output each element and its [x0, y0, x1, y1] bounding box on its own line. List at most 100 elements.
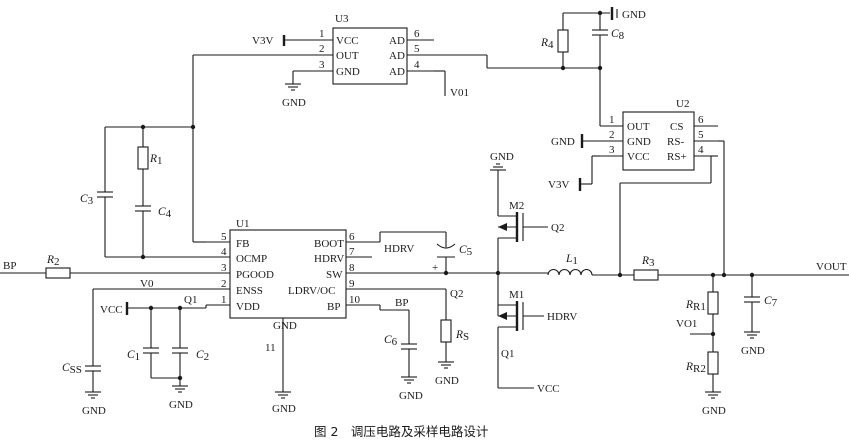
inductor-l1 — [547, 269, 593, 276]
chip-u3: U3 1 2 3 VCC OUT GND 6 5 4 AD AD AD — [311, 13, 434, 85]
u3-pin5-num: 5 — [414, 43, 420, 55]
css-label: CSS — [62, 362, 82, 376]
v3v-label-u3: V3V — [252, 35, 273, 47]
u1-pin5-name: FB — [236, 238, 249, 250]
gnd-label-c6: GND — [399, 390, 423, 402]
chip-u2: U2 1 2 3 OUT GND VCC 6 5 4 CS RS- RS+ — [600, 98, 718, 171]
rs-label: RS — [455, 329, 469, 343]
u3-pin6-name: AD — [389, 35, 405, 47]
ground-symbol-rs — [438, 361, 454, 369]
resistor-r2 — [45, 267, 71, 279]
mosfet-m1 — [498, 301, 544, 331]
u3-pin4-num: 4 — [414, 59, 420, 71]
resistor-rr1 — [707, 291, 719, 315]
hdrv-label-m1: HDRV — [547, 311, 577, 323]
u3-pin3-name: GND — [336, 66, 360, 78]
u1-body — [229, 229, 347, 319]
q1-label-vdd: Q1 — [184, 294, 197, 306]
ground-symbol-c7 — [744, 331, 760, 339]
u1-pin6-name: BOOT — [314, 238, 344, 250]
u3-pin1-num: 1 — [319, 28, 325, 40]
u1-pin3-num: 3 — [221, 262, 227, 274]
resistor-r1 — [137, 146, 149, 170]
mosfet-m2 — [498, 212, 548, 242]
c4-label: C4 — [158, 206, 172, 220]
u2-label: U2 — [676, 98, 689, 110]
u2-pin1-num: 1 — [609, 114, 615, 126]
ground-symbol-c6 — [401, 376, 417, 384]
u1-pin1-name: VDD — [236, 301, 260, 313]
c1-label: C1 — [127, 349, 140, 363]
c8-label: C8 — [611, 28, 625, 42]
gnd-label-c1c2: GND — [169, 399, 193, 411]
u1-pin4-name: OCMP — [236, 253, 267, 265]
resistor-r3 — [633, 269, 659, 281]
ground-symbol-css — [85, 391, 101, 399]
v3v-label-u2: V3V — [548, 179, 569, 191]
ground-symbol-m2 — [490, 163, 506, 171]
c6-label: C6 — [384, 334, 398, 348]
gnd-label-u3: GND — [282, 97, 306, 109]
hdrv-label-u1: HDRV — [384, 243, 414, 255]
u1-pin10-name: BP — [327, 301, 340, 313]
u2-pin1-name: OUT — [627, 121, 650, 133]
ground-symbol-u1 — [275, 391, 291, 399]
rr1-label: RR1 — [685, 299, 706, 313]
r2-label: R2 — [46, 254, 60, 268]
u2-pin3-num: 3 — [609, 144, 615, 156]
u2-pin2-name: GND — [627, 136, 651, 148]
c7-label: C7 — [764, 295, 778, 309]
c2-label: C2 — [196, 349, 209, 363]
u1-label: U1 — [236, 218, 249, 230]
u1-pin11-name: GND — [273, 320, 297, 332]
capacitor-c5-curved-plate — [436, 243, 456, 249]
u2-body — [622, 111, 695, 171]
u1-pin2-num: 2 — [221, 278, 227, 290]
q2-label-ldrv: Q2 — [450, 288, 463, 300]
u2-pin5-num: 5 — [698, 129, 704, 141]
u1-pin3-name: PGOOD — [236, 269, 274, 281]
u2-pin6-num: 6 — [698, 114, 704, 126]
bp-input-label: BP — [3, 260, 16, 272]
u1-pin6-num: 6 — [349, 231, 355, 243]
r4-label: R4 — [540, 37, 554, 51]
c5-plus: + — [432, 262, 438, 274]
u1-pin7-name: HDRV — [314, 253, 344, 265]
r3-label: R3 — [641, 255, 655, 269]
u3-pin4-name: AD — [389, 66, 405, 78]
vout-label: VOUT — [816, 261, 847, 273]
u1-pin10-num: 10 — [349, 294, 361, 306]
ground-symbol-c1c2 — [172, 385, 188, 393]
resistor-r4 — [557, 29, 569, 53]
rr2-label: RR2 — [685, 361, 706, 375]
u1-pin2-name: ENSS — [236, 285, 263, 297]
u3-pin6-num: 6 — [414, 28, 420, 40]
u1-pin7-num: 7 — [349, 246, 355, 258]
u3-pin2-name: OUT — [336, 50, 359, 62]
u3-body — [332, 27, 408, 85]
gnd-label-c8: GND — [622, 9, 646, 21]
c5-label: C5 — [459, 244, 473, 258]
vo1-label: VO1 — [676, 318, 697, 330]
u1-pin8-name: SW — [326, 269, 343, 281]
u2-pin4-name: RS+ — [667, 151, 687, 163]
u3-pin5-name: AD — [389, 50, 405, 62]
u1-pin9-name: LDRV/OC — [288, 285, 335, 297]
r1-label: R1 — [149, 153, 163, 167]
ground-symbol-rr2 — [705, 391, 721, 399]
gnd-label-css: GND — [82, 405, 106, 417]
figure-caption: 图 2 调压电路及采样电路设计 — [314, 424, 488, 439]
m1-label: M1 — [509, 289, 524, 301]
vcc-label-m1: VCC — [537, 383, 560, 395]
q2-label-m2: Q2 — [551, 222, 564, 234]
gnd-label-u2: GND — [551, 136, 575, 148]
v01-label: V01 — [450, 87, 469, 99]
m2-label: M2 — [509, 200, 524, 212]
gnd-label-rr2: GND — [702, 405, 726, 417]
u2-pin5-name: RS- — [667, 136, 684, 148]
u3-pin2-num: 2 — [319, 43, 325, 55]
v0-label: V0 — [140, 278, 154, 290]
u2-pin3-name: VCC — [627, 151, 650, 163]
q1-label-m1: Q1 — [501, 348, 514, 360]
